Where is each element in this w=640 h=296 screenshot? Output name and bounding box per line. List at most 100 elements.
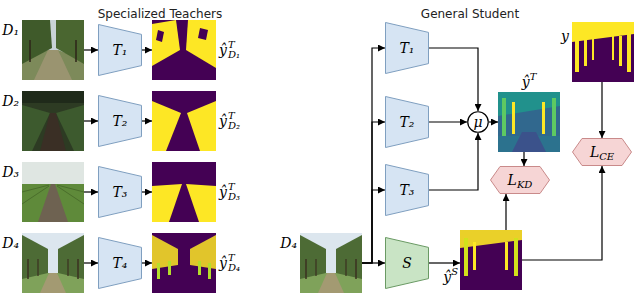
math-symbol: D₄ <box>228 263 240 273</box>
arrow-connector <box>505 194 506 230</box>
teacher-network-shape <box>99 167 142 218</box>
photo-orchard-part <box>37 259 38 276</box>
input-image: D₁ <box>22 20 84 80</box>
teacher-network: T₂ <box>385 96 429 148</box>
mask-vineyard-part <box>152 20 180 66</box>
arrow-connector <box>84 120 98 121</box>
math-symbol: ŷ <box>443 269 451 286</box>
student-mask-part <box>473 242 476 270</box>
photo-vineyard-part <box>22 20 84 80</box>
math-symbol: μ <box>473 114 482 131</box>
arrow-connector <box>142 262 152 263</box>
arrow-connector <box>142 191 152 192</box>
ground-truth-mask-part <box>619 36 622 66</box>
math-symbol: D₁ <box>2 22 19 39</box>
math-symbol: D₂ <box>2 93 19 110</box>
mean-operator-shape <box>468 112 489 133</box>
ground-truth-mask-part <box>572 22 634 42</box>
node-label: μ <box>473 114 482 131</box>
photo-vineyard-part <box>29 40 31 62</box>
mask-orchard-part <box>208 263 211 279</box>
math-symbol: ŷ <box>219 184 227 201</box>
arrow-connector <box>362 262 385 263</box>
math-symbol: D₄ <box>2 235 19 252</box>
photo-crop-dark <box>22 91 84 151</box>
math-symbol: T₁ <box>400 40 415 57</box>
teacher-network-shape <box>99 25 142 76</box>
soft-map <box>498 92 560 152</box>
teacher-prediction: ŷTD₂ <box>152 91 216 151</box>
photo-crop-dark-part <box>22 91 84 151</box>
mask-crop-field-part <box>152 162 216 222</box>
photo-vineyard-part <box>56 20 84 64</box>
math-symbol: KD <box>517 179 533 191</box>
arrow-connector <box>429 133 478 190</box>
math-symbol: ŷ <box>219 255 227 272</box>
soft-map-part <box>552 98 556 138</box>
node-label: LCE <box>590 144 614 161</box>
soft-map-part <box>512 132 546 152</box>
node-label: T₂ <box>113 113 128 130</box>
photo-crop-field <box>22 162 84 222</box>
math-symbol: T <box>228 111 240 121</box>
node-label: y <box>561 28 569 45</box>
math-symbol: T <box>228 182 240 192</box>
teacher-network-shape <box>99 96 142 147</box>
math-symbol: L <box>590 144 599 161</box>
node-label: T₃ <box>400 182 415 199</box>
mask-orchard-part <box>152 233 216 293</box>
script-stack: TD₄ <box>228 253 240 273</box>
mask-crop-dark-part <box>152 91 216 151</box>
mask-orchard <box>152 233 216 293</box>
teacher-prediction: ŷTD₃ <box>152 162 216 222</box>
node-label: T₁ <box>113 42 128 59</box>
photo-orchard <box>22 233 84 293</box>
photo-orchard-part <box>355 259 357 279</box>
ground-truth-mask-part <box>612 36 614 60</box>
node-label: ŷTD₂ <box>219 111 240 131</box>
student-mask <box>460 230 522 290</box>
math-symbol: D₁ <box>228 50 240 60</box>
input-image: D₃ <box>22 162 84 222</box>
teacher-network-shape <box>386 23 429 74</box>
math-symbol: T₃ <box>113 184 128 201</box>
photo-crop-dark-part <box>22 91 84 103</box>
mask-crop-dark-part <box>187 101 216 151</box>
node-label: D₂ <box>2 93 19 110</box>
student-mask-part <box>460 230 522 290</box>
photo-vineyard-part <box>75 40 77 62</box>
mask-crop-field-part <box>152 184 182 222</box>
student-mask-part <box>514 238 518 276</box>
math-symbol: S <box>451 266 458 278</box>
photo-orchard-part <box>22 235 48 279</box>
node-label: ŷT <box>522 74 537 91</box>
mask-orchard-part <box>198 261 201 275</box>
teacher-network: T₁ <box>385 22 429 74</box>
photo-orchard-part <box>27 259 29 279</box>
math-symbol: L <box>508 172 517 189</box>
input-image: D₂ <box>22 91 84 151</box>
math-symbol: D₄ <box>280 235 297 252</box>
arrow-connector <box>429 262 460 263</box>
panel-title-slot: Specialized Teachers <box>98 3 222 22</box>
teacher-prediction: ŷTD₄ <box>152 233 216 293</box>
math-symbol: T₃ <box>400 182 415 199</box>
photo-orchard-part <box>305 259 307 279</box>
mask-orchard-part <box>152 235 178 269</box>
teacher-network-shape <box>386 97 429 148</box>
ground-truth-mask-part <box>572 22 634 82</box>
photo-crop-field-part <box>57 186 84 204</box>
student-prediction: ŷS <box>460 230 522 290</box>
photo-orchard-part <box>22 233 84 293</box>
ground-truth-mask-part <box>627 32 631 72</box>
teacher-prediction: ŷTD₁ <box>152 20 216 80</box>
photo-orchard-part <box>58 235 84 279</box>
ground-truth-mask-part <box>592 36 594 60</box>
mean-operator: μ <box>467 111 489 133</box>
teacher-network: T₂ <box>98 95 142 147</box>
mask-vineyard-part <box>186 20 216 68</box>
node-label: T₁ <box>400 40 415 57</box>
